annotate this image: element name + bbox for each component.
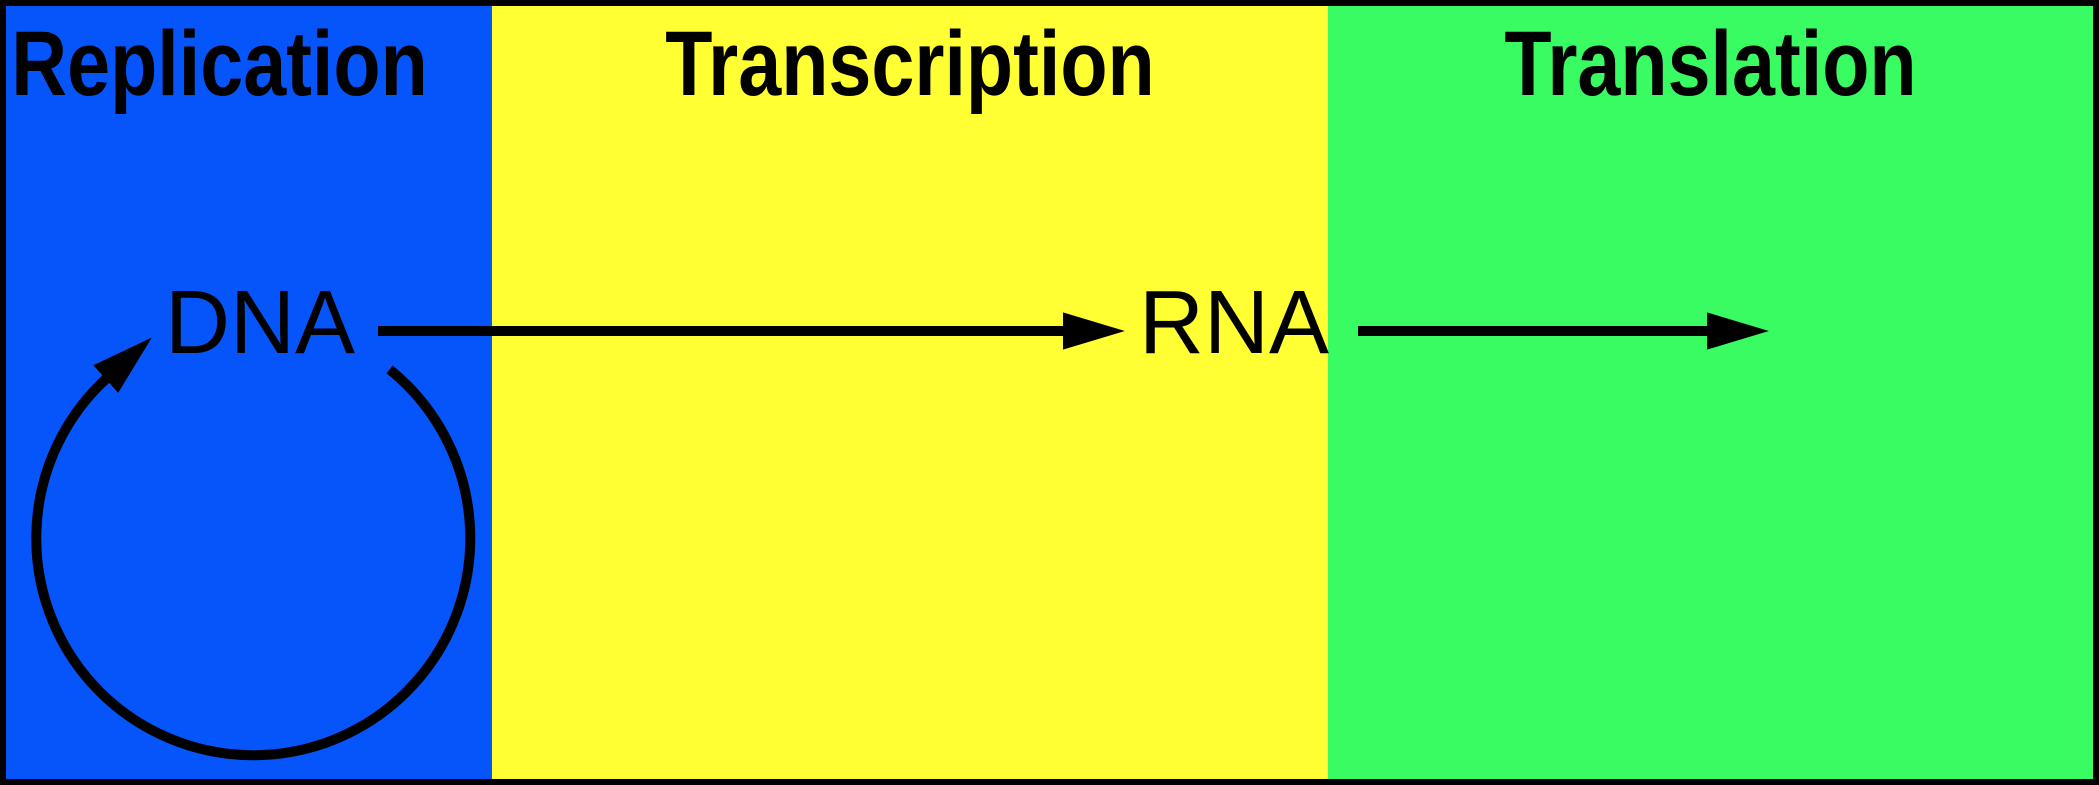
- rna-node-label: RNA: [1138, 273, 1330, 373]
- dna-node-label: DNA: [164, 273, 356, 373]
- panel-title-replication: Replication: [11, 13, 428, 115]
- panel-translation: Translation: [1328, 6, 2093, 779]
- panel-title-transcription: Transcription: [665, 13, 1155, 115]
- panel-transcription: Transcription: [492, 6, 1328, 779]
- panel-title-translation: Translation: [1504, 13, 1917, 115]
- panel-replication: Replication: [6, 6, 492, 779]
